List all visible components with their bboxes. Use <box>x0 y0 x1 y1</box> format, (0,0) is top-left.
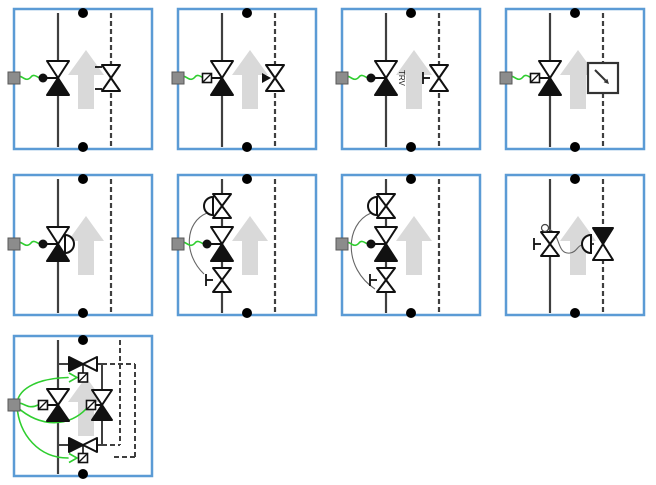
schematic-option-7[interactable] <box>335 172 487 318</box>
pipe-node-bottom <box>570 308 580 318</box>
panel-9-svg <box>7 334 154 479</box>
pigtail-icon <box>540 223 550 233</box>
capillary-tube <box>350 212 376 290</box>
pipe-node-top <box>242 8 252 18</box>
panel-4-svg <box>499 7 646 152</box>
signal-port <box>7 71 21 85</box>
flow-arrow-icon <box>232 50 268 109</box>
pipe-node-bottom <box>406 142 416 152</box>
signal-wire <box>16 74 41 81</box>
signal-wire <box>344 74 369 81</box>
control-valve-icon: TRV <box>366 60 406 96</box>
flow-arrow-icon <box>396 216 432 275</box>
pipe-node-top <box>570 174 580 184</box>
signal-port <box>171 71 185 85</box>
pipe-node-bottom <box>570 142 580 152</box>
balancing-valve-ticks-icon <box>95 64 121 92</box>
signal-wire <box>344 240 369 247</box>
changeover-valve-bottom-icon <box>68 437 98 464</box>
pipe-node-bottom <box>242 142 252 152</box>
pipe-node-top <box>406 8 416 18</box>
pipe-node-bottom <box>78 469 88 479</box>
balancing-valve-pointer-icon <box>262 64 285 92</box>
signal-port <box>335 71 349 85</box>
panel-7-svg <box>335 173 482 318</box>
half-actuator-icon <box>367 195 378 217</box>
schematic-option-8[interactable] <box>499 172 651 318</box>
balancing-valve-t-icon <box>422 64 449 92</box>
pipe-node-bottom <box>242 308 252 318</box>
signal-port <box>7 237 21 251</box>
panel-8-svg <box>504 173 646 318</box>
pipe-node-bottom <box>78 308 88 318</box>
signal-wire <box>16 406 87 424</box>
flow-arrow-icon <box>232 216 268 275</box>
flow-arrow-icon <box>396 50 432 109</box>
pipe-node-bottom <box>78 142 88 152</box>
panel-5-svg <box>7 173 154 318</box>
signal-wire <box>180 240 205 247</box>
schematic-row-2 <box>7 172 656 318</box>
signal-arrow-icon <box>68 372 79 383</box>
schematic-option-4[interactable] <box>499 6 651 152</box>
schematic-option-9[interactable] <box>7 333 159 479</box>
control-valve-inverted-icon <box>581 227 614 261</box>
signal-port <box>171 237 185 251</box>
control-valve-icon <box>366 226 398 262</box>
pipe-node-top <box>406 174 416 184</box>
wire-node <box>202 239 212 249</box>
half-actuator-icon <box>203 195 214 217</box>
trv-label: TRV <box>397 70 406 87</box>
signal-wire <box>16 240 41 247</box>
schematic-option-5[interactable] <box>7 172 159 318</box>
pipe-node-bottom <box>406 308 416 318</box>
signal-arrow-icon <box>68 452 79 464</box>
pipe-node-top <box>78 8 88 18</box>
panel-2-svg <box>171 7 318 152</box>
capillary-tube <box>188 212 208 275</box>
schematic-row-3 <box>7 333 656 479</box>
pipe-node-top <box>570 8 580 18</box>
flow-arrow-icon <box>68 50 104 109</box>
control-valve-supply-icon <box>37 388 70 422</box>
panel-6-svg <box>171 173 318 318</box>
signal-wire <box>16 405 69 459</box>
control-valve-icon <box>202 226 234 262</box>
balancing-valve-t-icon <box>369 267 396 293</box>
wire-node <box>38 239 48 249</box>
signal-port <box>7 398 21 412</box>
dp-valve-icon <box>203 193 232 219</box>
control-valve-icon <box>201 60 234 96</box>
schematic-option-2[interactable] <box>171 6 323 152</box>
schematic-option-6[interactable] <box>171 172 323 318</box>
panel-1-svg <box>7 7 154 152</box>
dp-valve-icon <box>367 193 396 219</box>
schematic-option-1[interactable] <box>7 6 159 152</box>
changeover-valve-top-icon <box>68 356 98 383</box>
panel-3-svg: TRV <box>335 7 482 152</box>
pipe-node-top <box>242 174 252 184</box>
wire-node <box>366 239 376 249</box>
schematic-option-3[interactable]: TRV <box>335 6 487 152</box>
schematic-row-1: TRV <box>7 6 656 152</box>
half-actuator-icon <box>64 233 75 255</box>
signal-port <box>335 237 349 251</box>
wire-node <box>366 73 376 83</box>
control-valve-icon <box>38 60 70 96</box>
self-acting-regulator-icon <box>586 61 620 95</box>
half-actuator-icon <box>581 233 592 255</box>
wire-node <box>38 73 48 83</box>
flow-arrow-icon <box>560 216 596 275</box>
balancing-valve-t-icon <box>533 223 560 257</box>
control-valve-return-icon <box>85 389 113 421</box>
flow-arrow-icon <box>68 216 104 275</box>
balancing-valve-t-icon <box>205 267 232 293</box>
control-valve-icon <box>529 60 562 96</box>
pipe-node-top <box>78 174 88 184</box>
pipe-node-top <box>78 335 88 345</box>
control-valve-icon <box>38 226 75 262</box>
signal-port <box>499 71 513 85</box>
